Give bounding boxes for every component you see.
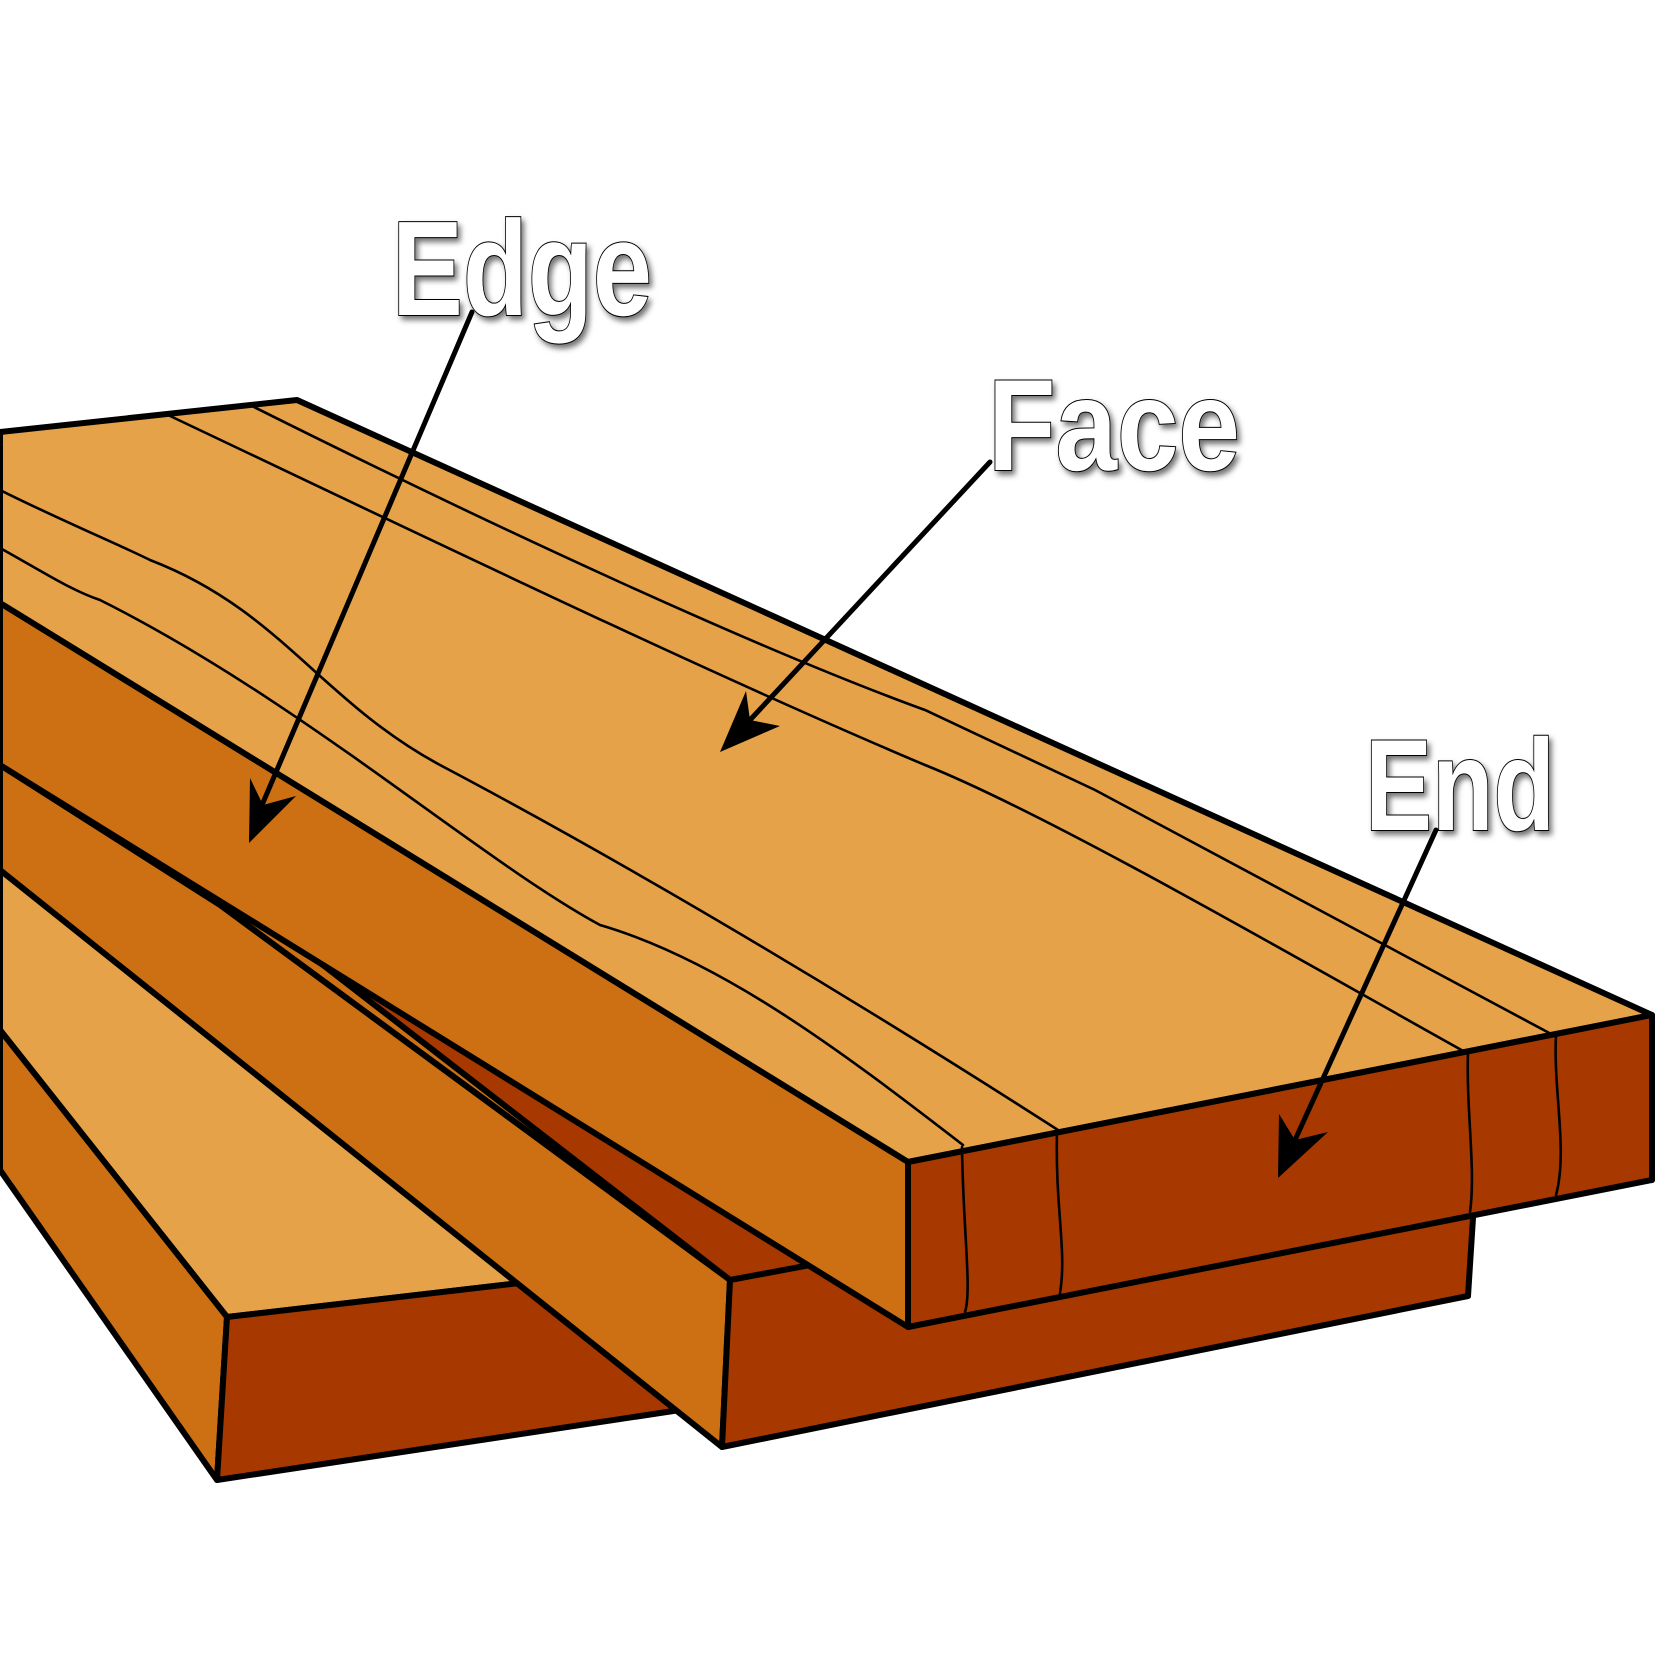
edge-label: Edge [392,193,652,344]
face-label: Face [988,352,1240,498]
wood-grain [0,403,1563,1314]
end-arrow [1278,827,1439,1178]
middle-board-edge [0,762,733,1450]
end-label: End [1365,712,1555,858]
edge-arrow [249,309,475,843]
face-arrow [720,459,993,752]
